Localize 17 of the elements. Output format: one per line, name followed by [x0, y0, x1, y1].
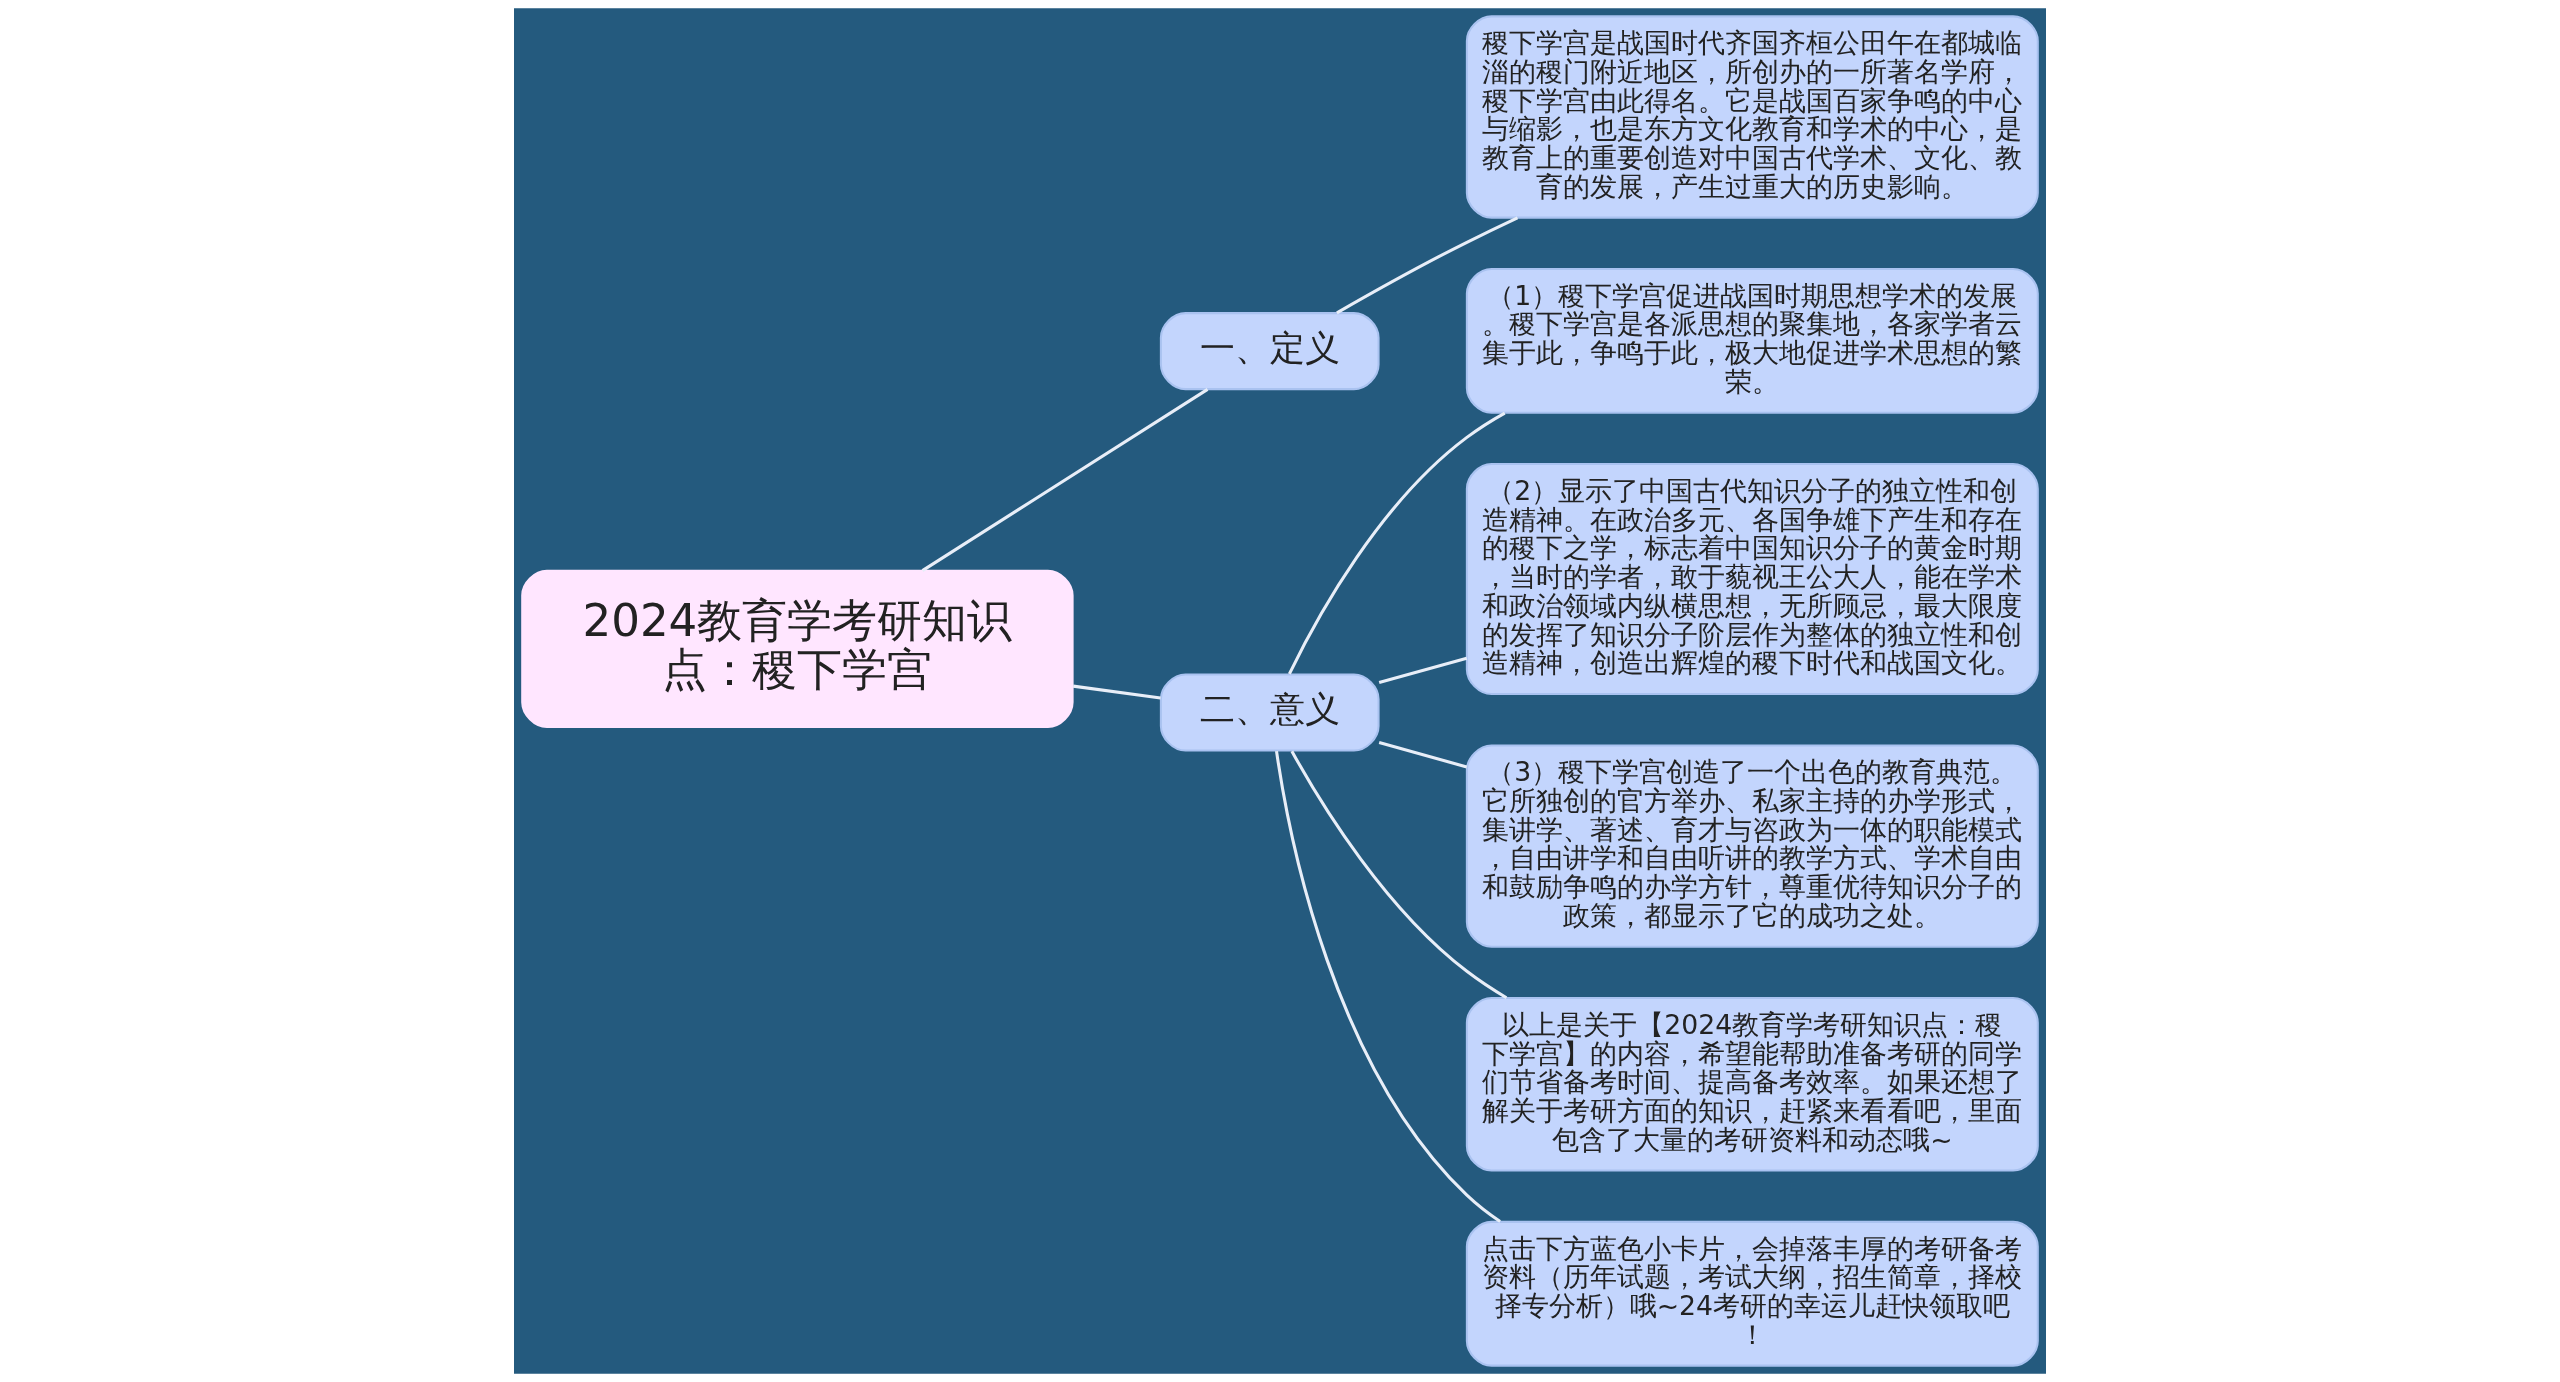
node-box: 以上是关于【2024教育学考研知识点：稷下学宫】的内容，希望能帮助准备考研的同学们节省备考时间、提高备考效率。如果还想了解关于考研方面的知识，赶紧来看看吧，里面包含了大量的考研资料和动态哦~ [1465, 997, 2039, 1172]
node-box: 2024教育学考研知识点：稷下学宫 [521, 569, 1074, 728]
node-box: 稷下学宫是战国时代齐国齐桓公田午在都城临淄的稷门附近地区，所创办的一所著名学府，稷下学宫由此得名。它是战国百家争鸣的中心与缩影，也是东方文化教育和学术的中心，是教育上的重要创造对中国古代学术、文化、教育的发展，产生过重大的历史影响。 [1465, 15, 2039, 219]
node-box: （2）显示了中国古代知识分子的独立性和创造精神。在政治多元、各国争雄下产生和存在的稷下之学，标志着中国知识分子的黄金时期，当时的学者，敢于藐视王公大人，能在学术和政治领域内纵横思想，无所顾忌，最大限度的发挥了知识分子阶层作为整体的独立性和创造精神，创造出辉煌的稷下时代和战国文化。 [1465, 463, 2039, 696]
node-box: 一、定义 [1159, 312, 1380, 391]
connector [1290, 750, 1508, 1000]
connector [1288, 411, 1506, 675]
node-box: （3）稷下学宫创造了一个出色的教育典范。它所独创的官方举办、私家主持的办学形式，集讲学、著述、育才与咨政为一体的职能模式，自由讲学和自由听讲的教学方式、学术自由和鼓励争鸣的办学方针，尊重优待知识分子的政策，都显示了它的成功之处。 [1465, 744, 2039, 948]
connector [1336, 216, 1519, 315]
node-box: （1）稷下学宫促进战国时期思想学术的发展。稷下学宫是各派思想的聚集地，各家学者云集于此，争鸣于此，极大地促进学术思想的繁荣。 [1465, 267, 2039, 414]
connector [1378, 741, 1468, 769]
connector [1275, 750, 1501, 1223]
node-box: 二、意义 [1159, 673, 1380, 752]
connector [1378, 656, 1468, 685]
connector [1072, 684, 1161, 700]
connector [921, 388, 1209, 572]
node-box: 点击下方蓝色小卡片，会掉落丰厚的考研备考资料（历年试题，考试大纲，招生简章，择校择专分析）哦~24考研的幸运儿赶快领取吧！ [1465, 1220, 2039, 1367]
